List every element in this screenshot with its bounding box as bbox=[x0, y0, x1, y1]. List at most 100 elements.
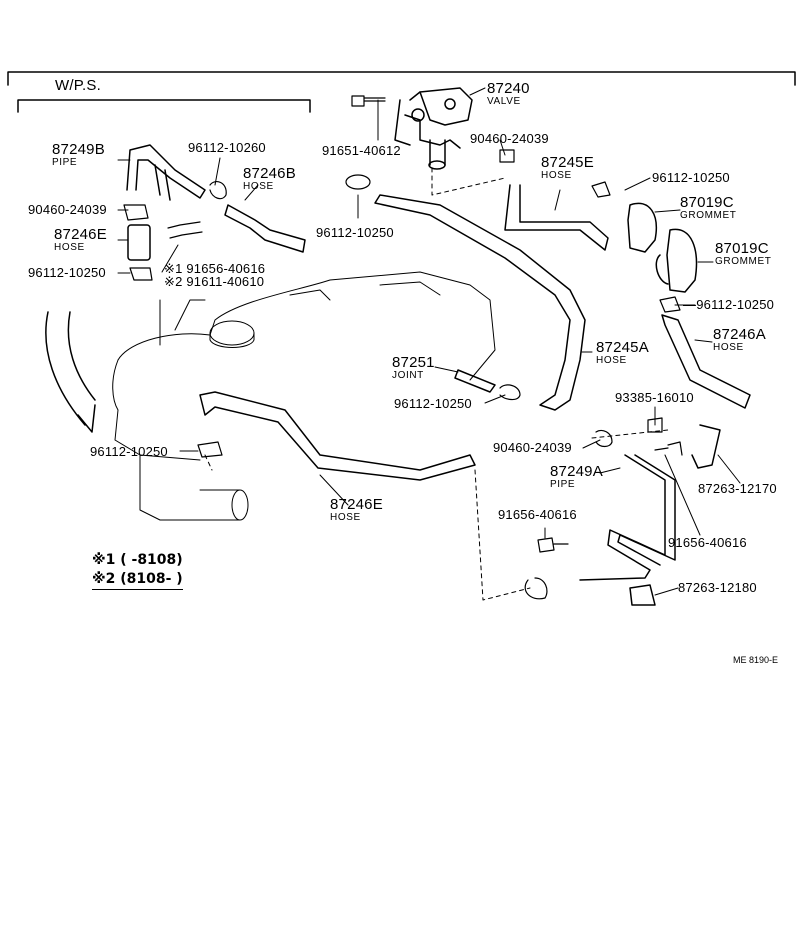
part-number: 96112-10250 bbox=[316, 225, 394, 240]
part-number: 96112-10250 bbox=[90, 444, 168, 459]
diagram-code: ME 8190-E bbox=[733, 655, 779, 665]
hose-87245a-shape bbox=[374, 194, 586, 411]
part-number: 87246A bbox=[713, 326, 766, 343]
bolt-91656-left-shape bbox=[537, 537, 569, 553]
bolt-93385-shape bbox=[647, 417, 663, 433]
part-number: 91611-40610 bbox=[186, 274, 265, 289]
part-number: 90460-24039 bbox=[493, 440, 572, 455]
hose-87246b-shape bbox=[224, 204, 306, 253]
bracket-87263-12180-shape bbox=[629, 584, 656, 606]
direction-arrow bbox=[45, 311, 86, 426]
label-grommet-87019c-b: 87019C GROMMET bbox=[715, 240, 772, 267]
part-number: 96112-10250 bbox=[28, 265, 106, 280]
label-bolt-91651: 91651-40612 bbox=[322, 144, 401, 158]
clip-right-shape bbox=[659, 296, 681, 313]
part-name: HOSE bbox=[330, 512, 361, 523]
label-hose-87246e-main: 87246E HOSE bbox=[330, 497, 383, 523]
label-bracket-87263-12170: 87263-12170 bbox=[698, 482, 777, 496]
bolt-91656-right-shape bbox=[654, 441, 683, 456]
part-number: 91651-40612 bbox=[322, 143, 401, 158]
label-bolt-alt-1: ※1 91656-40616 bbox=[164, 262, 265, 276]
part-number: 90460-24039 bbox=[28, 202, 107, 217]
part-number: 87246B bbox=[243, 165, 296, 182]
pipe-87249a-shape bbox=[579, 454, 666, 581]
part-number: 87245E bbox=[541, 154, 594, 171]
part-number: 87263-12180 bbox=[678, 580, 757, 595]
label-clip-96112-top-right: 96112-10250 bbox=[652, 171, 730, 185]
part-number: 87245A bbox=[596, 339, 649, 356]
hose-87246e-main-shape bbox=[199, 391, 476, 481]
label-clamp-90460-low: 90460-24039 bbox=[493, 441, 572, 455]
hose-87246a-shape bbox=[661, 314, 751, 409]
part-number: 87246E bbox=[54, 226, 107, 243]
part-name: GROMMET bbox=[715, 256, 772, 267]
valve-87240-shape bbox=[394, 87, 473, 170]
engine-outlet-pipe bbox=[199, 489, 241, 521]
note-2: ※2 (8108- ) bbox=[92, 571, 183, 590]
label-grommet-87019c-a: 87019C GROMMET bbox=[680, 194, 737, 221]
part-name: PIPE bbox=[550, 479, 576, 490]
clip-top-right-shape bbox=[591, 181, 611, 198]
part-number: 87019C bbox=[680, 194, 734, 211]
part-number: 90460-24039 bbox=[470, 131, 549, 146]
part-number: 91656-40616 bbox=[668, 535, 747, 550]
label-bolt-alt-2: ※2 91611-40610 bbox=[164, 275, 264, 289]
bolt-91651-shape bbox=[351, 95, 365, 107]
hose-87246e-ws-shape bbox=[127, 224, 151, 261]
label-hose-87246b: 87246B HOSE bbox=[243, 165, 296, 192]
clip-ws-low-shape bbox=[129, 267, 153, 281]
label-clip-96112-ws-low: 96112-10250 bbox=[28, 266, 106, 280]
part-number: 87263-12170 bbox=[698, 481, 777, 496]
pipe-87249b-shape bbox=[126, 144, 206, 199]
clamp-low-shape bbox=[595, 429, 613, 448]
part-number: 87251 bbox=[392, 354, 435, 371]
label-clip-96112-center: 96112-10250 bbox=[316, 226, 394, 240]
label-bolt-91656-right: 91656-40616 bbox=[668, 536, 747, 550]
part-number: 91656-40616 bbox=[186, 261, 266, 276]
joint-87251-shape bbox=[454, 369, 496, 393]
label-pipe-87249a: 87249A PIPE bbox=[550, 463, 603, 490]
clip-bottom-shape bbox=[524, 577, 548, 600]
part-name: PIPE bbox=[52, 157, 78, 168]
part-number: 96112-10250 bbox=[652, 170, 730, 185]
note-1: ※1 ( -8108) bbox=[92, 552, 183, 569]
section-title: W/P.S. bbox=[55, 77, 101, 94]
hose-87245e-shape bbox=[504, 184, 609, 251]
note-range: (8108- ) bbox=[120, 571, 183, 587]
label-bolt-93385: 93385-16010 bbox=[615, 391, 694, 405]
label-pipe-87249b: 87249B PIPE bbox=[52, 142, 105, 168]
note-mark: ※1 bbox=[164, 261, 183, 276]
part-name: HOSE bbox=[54, 242, 85, 253]
label-clip-96112-joint: 96112-10250 bbox=[394, 397, 472, 411]
label-clamp-90460-top: 90460-24039 bbox=[470, 132, 549, 146]
label-bolt-91656-left: 91656-40616 bbox=[498, 508, 577, 522]
label-joint-87251: 87251 JOINT bbox=[392, 354, 435, 381]
part-number: 96112-10250 bbox=[696, 297, 775, 312]
frame-bracket bbox=[7, 71, 796, 86]
part-number: 96112-10250 bbox=[394, 396, 472, 411]
label-clamp-90460-ws: 90460-24039 bbox=[28, 203, 107, 217]
part-number: 91656-40616 bbox=[498, 507, 577, 522]
part-number: 87019C bbox=[715, 240, 769, 257]
note-mark: ※1 bbox=[92, 552, 116, 568]
clip-joint-shape bbox=[499, 384, 521, 401]
part-name: HOSE bbox=[596, 355, 627, 366]
filler-cap bbox=[209, 320, 255, 346]
grommet-b-shape bbox=[666, 228, 698, 293]
part-name: VALVE bbox=[487, 96, 521, 107]
part-name: GROMMET bbox=[680, 210, 737, 221]
part-name: HOSE bbox=[713, 342, 744, 353]
wps-bracket bbox=[17, 99, 311, 113]
label-hose-87245e: 87245E HOSE bbox=[541, 154, 594, 181]
label-bracket-87263-12180: 87263-12180 bbox=[678, 581, 757, 595]
part-number: 93385-16010 bbox=[615, 390, 694, 405]
label-clip-96112-left: 96112-10250 bbox=[90, 445, 168, 459]
part-number: 96112-10260 bbox=[188, 140, 266, 155]
engine-outline bbox=[112, 271, 496, 521]
note-mark: ※2 bbox=[92, 571, 116, 587]
clip-ws-shape bbox=[209, 181, 227, 200]
grommet-a-shape bbox=[627, 202, 657, 253]
bracket-87263-12170-shape bbox=[691, 424, 721, 469]
label-clip-96112-right: —96112-10250 bbox=[683, 297, 775, 312]
part-number: 87249A bbox=[550, 463, 603, 480]
